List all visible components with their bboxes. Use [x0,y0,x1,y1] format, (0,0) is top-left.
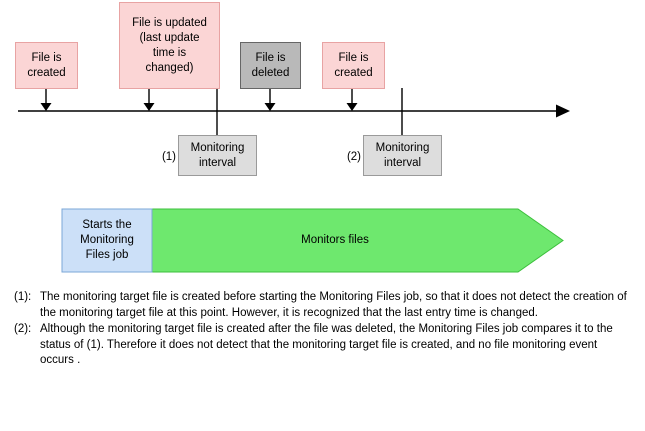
interval-box-1[interactable]: Monitoring interval [178,135,257,176]
footnote-1-marker: (1): [14,291,32,303]
event-box-file-updated[interactable]: File is updated (last update time is cha… [119,2,220,89]
event-arrowhead-1 [40,103,52,111]
footnote-2-marker: (2): [14,323,32,335]
footnote-2-text: Although the monitoring target file is c… [40,323,613,366]
event-label: File is created [27,51,66,79]
event-arrowhead-4 [346,103,358,111]
event-arrowhead-3 [264,103,276,111]
footnote-1: (1): The monitoring target file is creat… [14,290,632,321]
time-axis-arrowhead [556,104,570,118]
job-start-label: Starts the Monitoring Files job [80,219,134,261]
interval-label: Monitoring interval [375,141,430,169]
job-start-label-wrap[interactable]: Starts the Monitoring Files job [62,209,152,272]
footnotes: (1): The monitoring target file is creat… [14,290,632,370]
interval-marker-text: (2) [346,151,361,163]
timeline-graphics [18,88,570,136]
interval-box-2[interactable]: Monitoring interval [363,135,442,176]
event-arrowhead-2 [143,103,155,111]
event-label: File is updated (last update time is cha… [132,16,207,74]
interval-marker-2-label: (2) [337,150,361,164]
event-box-file-created-1[interactable]: File is created [15,42,78,89]
event-box-file-created-2[interactable]: File is created [322,42,385,89]
interval-marker-1-label: (1) [152,150,176,164]
event-label: File is deleted [251,51,290,79]
event-box-file-deleted[interactable]: File is deleted [240,42,301,89]
footnote-2: (2): Although the monitoring target file… [14,322,632,369]
monitors-files-label: Monitors files [301,234,369,246]
event-label: File is created [334,51,373,79]
monitors-files-label-wrap[interactable]: Monitors files [152,209,518,272]
interval-marker-text: (1) [161,151,176,163]
job-start-shape [61,208,153,273]
interval-label: Monitoring interval [190,141,245,169]
footnote-1-text: The monitoring target file is created be… [40,291,627,319]
